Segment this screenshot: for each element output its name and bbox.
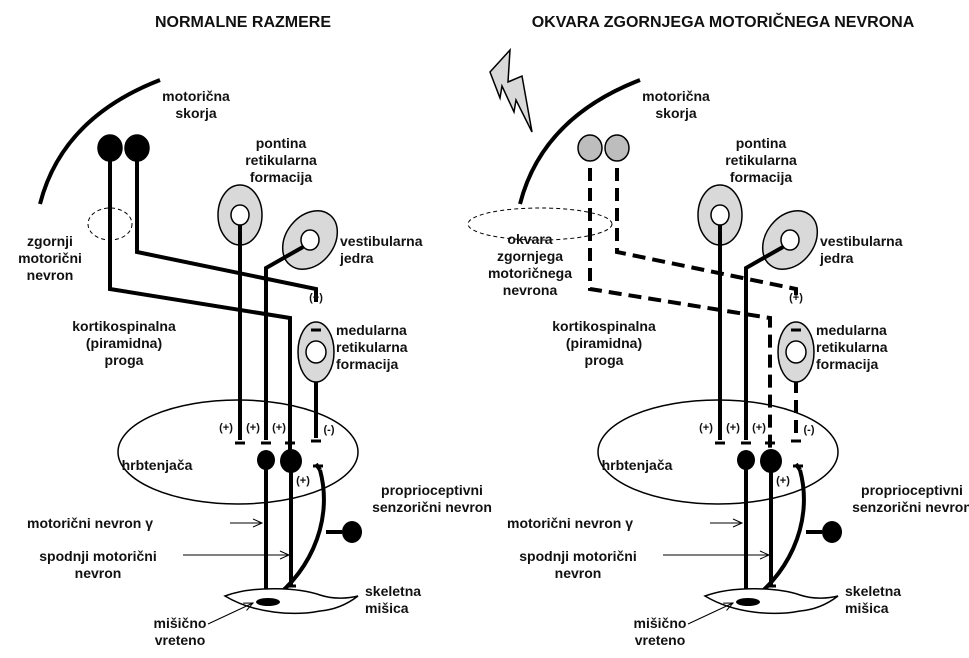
arrow-muscle-spindle bbox=[688, 603, 733, 624]
sign-sensory: (+) bbox=[296, 475, 310, 487]
vestibulospinal-axon bbox=[266, 247, 303, 440]
upper-motor-neuron-soma bbox=[125, 135, 149, 161]
pontine-neuron bbox=[711, 205, 729, 225]
vestibulospinal-axon bbox=[746, 247, 783, 440]
gamma-motor-neuron-soma bbox=[737, 450, 755, 470]
muscle-spindle bbox=[256, 598, 280, 606]
sign-medullary: (-) bbox=[324, 424, 335, 436]
vestibular-neuron bbox=[301, 230, 319, 250]
proprioceptive-neuron-soma bbox=[342, 521, 362, 543]
panel-upper-motor-neuron-lesion: OKVARA ZGORNJEGA MOTORIČNEGA NEVRONA moto… bbox=[468, 12, 969, 648]
panel-title: OKVARA ZGORNJEGA MOTORIČNEGA NEVRONA bbox=[532, 12, 915, 31]
arrow-lower-motor-neuron bbox=[183, 551, 289, 559]
arrow-muscle-spindle bbox=[208, 603, 253, 624]
sign-corticospinal: (+) bbox=[272, 422, 286, 434]
sign-pontine: (+) bbox=[699, 422, 713, 434]
muscle-spindle bbox=[736, 598, 760, 606]
lightning-bolt-icon bbox=[490, 50, 532, 132]
lower-motor-neuron-soma bbox=[280, 449, 302, 473]
label-spinal-cord: hrbtenjača bbox=[122, 457, 193, 473]
pontine-neuron bbox=[231, 205, 249, 225]
vestibular-neuron bbox=[781, 230, 799, 250]
skeletal-muscle bbox=[705, 589, 838, 614]
upper-motor-neuron-soma bbox=[98, 135, 122, 161]
proprioceptive-axon bbox=[265, 470, 324, 604]
skeletal-muscle bbox=[225, 589, 358, 614]
proprioceptive-axon bbox=[745, 470, 804, 604]
panel-title: NORMALNE RAZMERE bbox=[155, 14, 331, 31]
upper-motor-neuron-soma bbox=[605, 135, 629, 161]
label-corticospinal-tract: kortikospinalna(piramidna)proga bbox=[72, 318, 176, 368]
sign-sensory: (+) bbox=[776, 475, 790, 487]
medullary-neuron bbox=[786, 341, 806, 363]
sign-vestibular: (+) bbox=[246, 422, 260, 434]
sign-medullary: (-) bbox=[804, 424, 815, 436]
upper-motor-neuron-soma bbox=[578, 135, 602, 161]
arrow-gamma-motor-neuron bbox=[710, 519, 742, 527]
proprioceptive-neuron-soma bbox=[822, 521, 842, 543]
label-gamma-motor-neuron: motorični nevron γ bbox=[507, 515, 633, 531]
sign-pontine: (+) bbox=[219, 422, 233, 434]
sign-corticospinal: (+) bbox=[752, 422, 766, 434]
arrow-lower-motor-neuron bbox=[663, 551, 769, 559]
label-spinal-cord: hrbtenjača bbox=[602, 457, 673, 473]
sign-medullary-input: (+) bbox=[309, 292, 323, 304]
label-gamma-motor-neuron: motorični nevron γ bbox=[27, 515, 153, 531]
lower-motor-neuron-soma bbox=[760, 449, 782, 473]
arrow-gamma-motor-neuron bbox=[230, 519, 262, 527]
gamma-motor-neuron-soma bbox=[257, 450, 275, 470]
sign-medullary-input: (+) bbox=[789, 292, 803, 304]
medullary-neuron bbox=[306, 341, 326, 363]
label-corticospinal-tract: kortikospinalna(piramidna)proga bbox=[552, 318, 656, 368]
sign-vestibular: (+) bbox=[726, 422, 740, 434]
